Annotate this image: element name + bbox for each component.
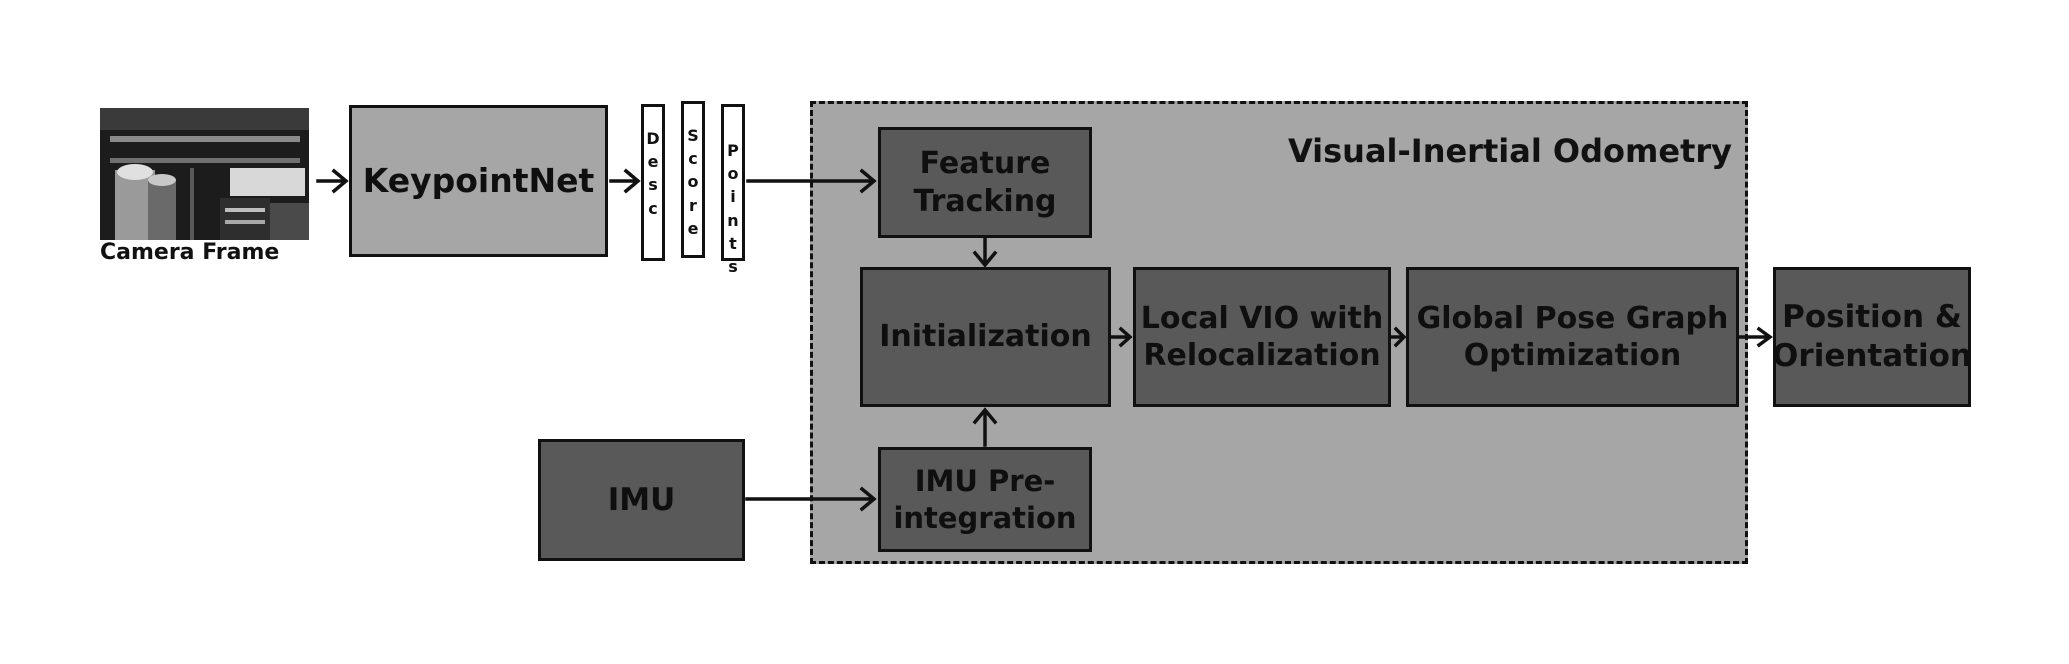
points-letter: s (728, 256, 738, 276)
global-pose-graph-box: Global Pose Graph Optimization (1406, 267, 1739, 407)
points-letter: o (727, 164, 739, 184)
imu-preintegration-label: IMU Pre-integration (893, 464, 1077, 535)
camera-frame-label: Camera Frame (100, 240, 280, 265)
points-letter: i (730, 187, 736, 207)
points-output-strip: P o i n t s (721, 104, 745, 276)
arrow-keypointnet-to-outputs (609, 168, 641, 194)
keypointnet-box: KeypointNet (349, 105, 608, 257)
desc-letter: e (647, 152, 659, 172)
desc-letter: D (646, 129, 660, 148)
feature-tracking-label: Feature Tracking (913, 146, 1057, 219)
camera-frame-image (100, 108, 309, 240)
local-vio-box: Local VIO with Relocalization (1133, 267, 1391, 407)
imu-label: IMU (607, 481, 676, 518)
score-letter: o (687, 172, 699, 192)
imu-preintegration-box: IMU Pre-integration (878, 447, 1092, 552)
desc-letter: c (648, 198, 658, 218)
position-orientation-label: Position & Orientation (1772, 299, 1972, 374)
initialization-label: Initialization (879, 319, 1092, 355)
desc-output-strip: D e s c (641, 104, 665, 261)
points-letter: P (727, 141, 739, 160)
score-letter: e (687, 218, 699, 238)
global-pose-graph-label: Global Pose Graph Optimization (1416, 300, 1729, 374)
score-letter: r (689, 195, 697, 215)
initialization-box: Initialization (860, 267, 1111, 407)
vio-title: Visual-Inertial Odometry (1287, 132, 1732, 170)
imu-box: IMU (538, 439, 745, 561)
score-letter: c (688, 149, 698, 169)
score-output-strip: S c o r e (681, 101, 705, 258)
points-letter: t (729, 233, 737, 253)
points-letter: n (727, 210, 739, 230)
score-letter: S (687, 126, 699, 145)
keypointnet-label: KeypointNet (362, 161, 595, 201)
feature-tracking-box: Feature Tracking (878, 127, 1092, 238)
desc-letter: s (648, 175, 658, 195)
local-vio-label: Local VIO with Relocalization (1140, 300, 1384, 374)
position-orientation-box: Position & Orientation (1772, 267, 1972, 407)
arrow-camera-to-keypointnet (316, 168, 349, 194)
